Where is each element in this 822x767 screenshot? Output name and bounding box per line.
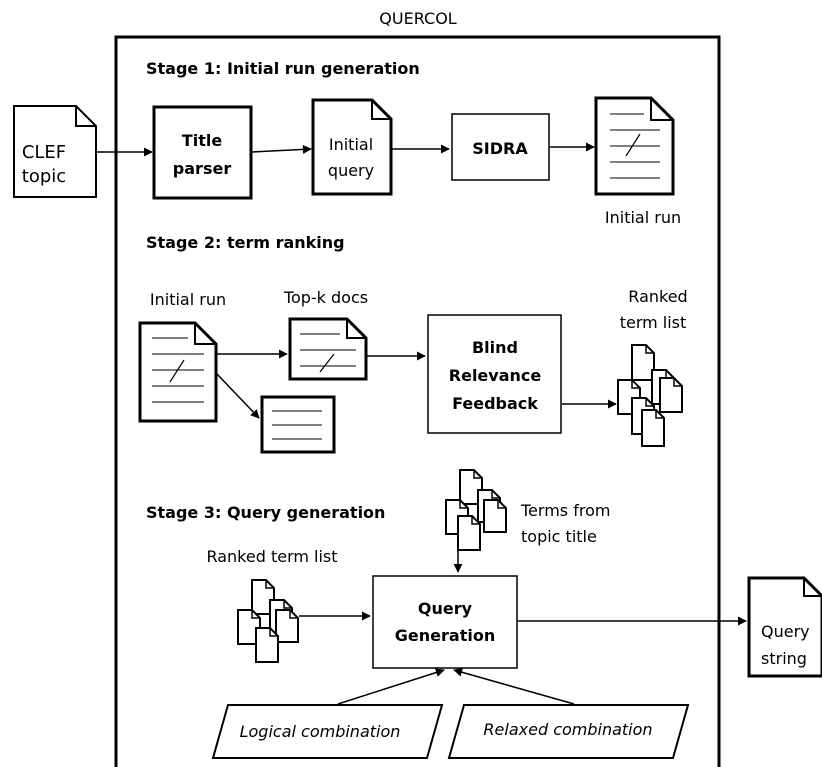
terms-from-title-label-2: topic title [521, 527, 597, 546]
diagram-title: QUERCOL [379, 9, 457, 28]
query-string-doc: Query string [747, 576, 822, 678]
stage1-heading: Stage 1: Initial run generation [146, 59, 420, 78]
title-parser-label-1: Title [182, 131, 223, 150]
initial-query-label-1: Initial [329, 135, 373, 154]
brf-label-1: Blind [472, 338, 518, 357]
clef-topic-label-2: topic [22, 166, 66, 187]
initial-run-label: Initial run [605, 208, 681, 227]
initial-query-doc: Initial query [311, 98, 393, 196]
ranked-term-list-label-1: Ranked [628, 287, 687, 306]
remaining-docs-doc [260, 395, 336, 454]
stage2-initial-run-label: Initial run [150, 290, 226, 309]
logical-combination-input: Logical combination [211, 704, 444, 759]
relaxed-combination-input: Relaxed combination [447, 704, 690, 759]
terms-from-title-stack [445, 469, 507, 551]
logical-combination-label: Logical combination [240, 722, 401, 741]
arrow-relaxed-to-qg [453, 667, 575, 705]
brf-box: Blind Relevance Feedback [427, 314, 562, 434]
initial-query-label-2: query [328, 161, 374, 180]
query-generation-label-1: Query [418, 599, 473, 618]
ranked-term-stack-stage3 [237, 579, 299, 663]
topk-docs-label: Top-k docs [283, 288, 368, 307]
arrow-parser-to-query [251, 144, 312, 154]
sidra-label: SIDRA [472, 139, 528, 158]
stage2-initial-run-doc [138, 321, 218, 423]
clef-topic-label-1: CLEF [22, 142, 66, 163]
relaxed-combination-label: Relaxed combination [483, 720, 652, 739]
brf-label-2: Relevance [449, 366, 542, 385]
stage3-ranked-term-list-label: Ranked term list [206, 547, 337, 566]
stage2-heading: Stage 2: term ranking [146, 233, 345, 252]
title-parser-label-2: parser [173, 159, 232, 178]
clef-topic-doc: CLEF topic [13, 105, 97, 198]
initial-run-doc [594, 96, 675, 196]
stage3-heading: Stage 3: Query generation [146, 503, 385, 522]
query-generation-box: Query Generation [372, 575, 518, 669]
brf-label-3: Feedback [452, 394, 538, 413]
ranked-term-stack-stage2 [617, 344, 683, 447]
terms-from-title-label-1: Terms from [520, 501, 610, 520]
query-generation-label-2: Generation [395, 626, 495, 645]
topk-docs-doc [288, 317, 368, 381]
query-string-label-2: string [761, 649, 807, 668]
arrow-logical-to-qg [337, 668, 445, 705]
quercol-frame [114, 35, 721, 767]
sidra-box: SIDRA [451, 113, 550, 181]
query-string-label-1: Query [761, 622, 810, 641]
title-parser-box: Title parser [152, 105, 253, 200]
arrow-run-to-rest [216, 373, 260, 419]
ranked-term-list-label-2: term list [620, 313, 687, 332]
